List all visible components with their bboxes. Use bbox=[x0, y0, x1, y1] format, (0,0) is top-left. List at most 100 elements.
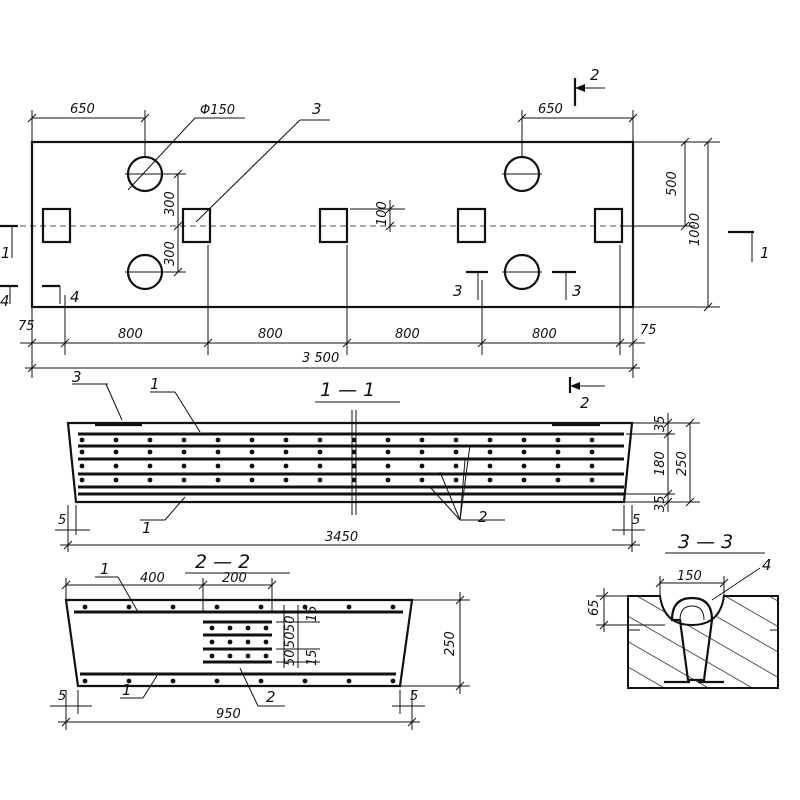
lifting-hole bbox=[125, 253, 165, 291]
dim-line bbox=[624, 413, 700, 512]
rebar-dot bbox=[113, 449, 119, 455]
dim-label: 250 bbox=[443, 631, 458, 656]
rebar-dot bbox=[453, 449, 459, 455]
rebar-dot bbox=[113, 477, 119, 483]
dim-label: 650 bbox=[538, 102, 563, 117]
rebar-dot bbox=[385, 437, 391, 443]
rebar-dot bbox=[209, 625, 215, 631]
rebar-dot bbox=[258, 678, 264, 684]
cut-marker-2 bbox=[573, 78, 605, 106]
callout-1: 1 bbox=[142, 519, 152, 537]
lifting-hole bbox=[502, 253, 542, 291]
dim-label: 35 bbox=[653, 415, 668, 432]
cut-label: 1 bbox=[1, 244, 11, 262]
dim-label: 65 bbox=[587, 599, 602, 616]
rebar-dot bbox=[351, 463, 357, 469]
cut-marker-1-left bbox=[0, 224, 18, 258]
rebar-dot bbox=[317, 463, 323, 469]
rebar-dot bbox=[419, 463, 425, 469]
rebar-dot bbox=[147, 449, 153, 455]
rebar-dot bbox=[263, 625, 269, 631]
rebar-dot bbox=[79, 437, 85, 443]
rebar-dot bbox=[215, 477, 221, 483]
rebar-dot bbox=[385, 463, 391, 469]
rebar-dot bbox=[214, 678, 220, 684]
recess-square bbox=[456, 207, 487, 244]
rebar-dot bbox=[555, 449, 561, 455]
dim-label: 950 bbox=[216, 707, 241, 722]
dim-label: 300 bbox=[163, 191, 178, 216]
callout-1: 1 bbox=[122, 681, 132, 699]
rebar-dot bbox=[521, 463, 527, 469]
rebar-dot bbox=[346, 678, 352, 684]
section-title: 3 — 3 bbox=[678, 531, 733, 553]
dim-line bbox=[596, 588, 665, 632]
rebar-dots bbox=[79, 437, 595, 483]
rebar-dot bbox=[126, 678, 132, 684]
rebar-dot bbox=[351, 437, 357, 443]
rebar-dot bbox=[245, 625, 251, 631]
cut-marker-3 bbox=[466, 270, 576, 300]
rebar-dot bbox=[227, 653, 233, 659]
dim-label: 150 bbox=[677, 569, 702, 584]
rebar-dot bbox=[227, 639, 233, 645]
rebar-dot bbox=[589, 477, 595, 483]
rebar-dot bbox=[227, 625, 233, 631]
rebar-dot bbox=[181, 449, 187, 455]
cut-marker-1-right bbox=[728, 230, 754, 262]
rebar-dot bbox=[487, 449, 493, 455]
rebar-dot bbox=[215, 449, 221, 455]
rebar-dot bbox=[214, 604, 220, 610]
rebar-dot bbox=[351, 449, 357, 455]
rebar-dot bbox=[589, 449, 595, 455]
rebar-dot bbox=[263, 639, 269, 645]
hole-diameter-label: Φ150 bbox=[200, 103, 235, 118]
rebar-dot bbox=[147, 463, 153, 469]
lifting-hole bbox=[502, 155, 542, 193]
leader-line bbox=[195, 119, 301, 223]
rebar-layer bbox=[78, 432, 624, 496]
dim-label: 400 bbox=[140, 571, 165, 586]
rebar-dot bbox=[419, 449, 425, 455]
rebar-dot bbox=[521, 437, 527, 443]
lifting-hole bbox=[125, 155, 165, 193]
rebar-dot bbox=[385, 477, 391, 483]
rebar-dot bbox=[346, 604, 352, 610]
leader-line bbox=[127, 117, 196, 191]
dim-label: 800 bbox=[395, 327, 420, 342]
rebar-dot bbox=[170, 678, 176, 684]
rebar-dot bbox=[390, 604, 396, 610]
rebar-dot bbox=[302, 604, 308, 610]
rebar-dot bbox=[209, 639, 215, 645]
dim-label: 50 bbox=[283, 631, 298, 648]
rebar-dot bbox=[385, 449, 391, 455]
rebar-dot bbox=[555, 463, 561, 469]
cut-marker-4 bbox=[0, 284, 61, 304]
dim-label: 800 bbox=[258, 327, 283, 342]
rebar-dot bbox=[453, 437, 459, 443]
dim-label: 3450 bbox=[325, 530, 358, 545]
rebar-dot bbox=[390, 678, 396, 684]
rebar-dot bbox=[555, 477, 561, 483]
dim-line bbox=[55, 505, 645, 552]
rebar-dot bbox=[302, 678, 308, 684]
lifting-loop bbox=[670, 596, 714, 682]
section-title: 1 — 1 bbox=[320, 379, 375, 401]
cut-label: 4 bbox=[0, 292, 10, 310]
rebar-dot bbox=[589, 463, 595, 469]
section-1-1: 1 — 1 3 1 1 bbox=[55, 368, 700, 552]
rebar-dot bbox=[419, 477, 425, 483]
rebar-dot bbox=[113, 463, 119, 469]
dim-line bbox=[25, 355, 640, 378]
rebar-dots bbox=[82, 604, 396, 684]
cut-label: 2 bbox=[580, 394, 590, 412]
dim-label: 100 bbox=[375, 201, 390, 226]
dim-line bbox=[162, 169, 186, 277]
callout-1: 1 bbox=[100, 560, 110, 578]
dim-label: 250 bbox=[675, 451, 690, 476]
rebar-dot bbox=[82, 604, 88, 610]
callout-2-leaders bbox=[429, 444, 505, 521]
dim-label: 1000 bbox=[688, 213, 703, 246]
dim-line bbox=[655, 576, 729, 596]
dim-label: 800 bbox=[532, 327, 557, 342]
